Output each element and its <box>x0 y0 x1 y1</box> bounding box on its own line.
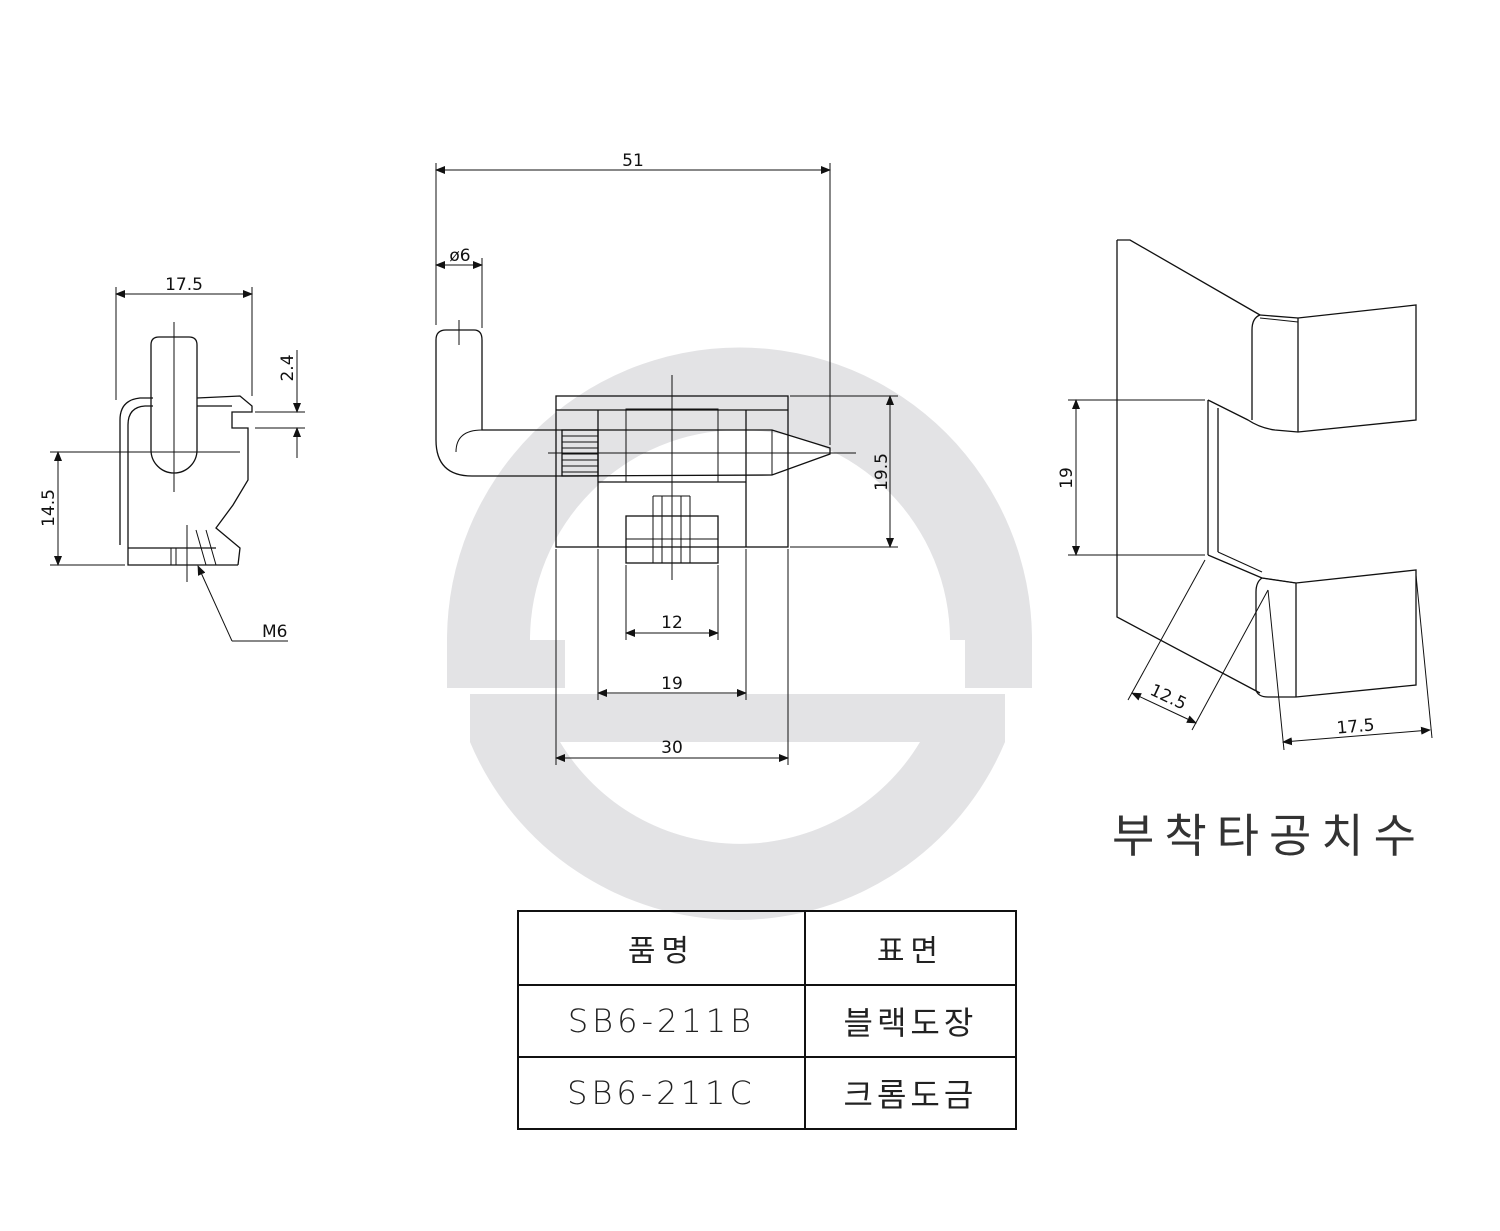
table-header-row: 품명 표면 <box>517 910 1018 986</box>
mount-gap-dimension: 19 <box>1057 467 1077 489</box>
pin-diameter-dimension: ø6 <box>449 246 470 266</box>
surface-cell: 크롬도금 <box>803 1056 1018 1130</box>
side-gap-dimension: 2.4 <box>278 354 298 381</box>
side-height-dimension: 14.5 <box>39 489 59 527</box>
body-height-dimension: 19.5 <box>872 453 892 491</box>
side-view: 17.5 2.4 14.5 M6 <box>39 275 305 642</box>
surface-cell: 블랙도장 <box>803 984 1018 1058</box>
mid-width-dimension: 19 <box>661 674 683 694</box>
watermark-logo <box>447 347 1032 921</box>
mounting-view: 19 12.5 17.5 <box>1057 239 1433 751</box>
base-width-dimension: 30 <box>661 738 683 758</box>
front-view: 51 ø6 19.5 12 19 30 <box>435 151 898 765</box>
product-name-cell: SB6-211C <box>517 1056 806 1130</box>
table-row: SB6-211B 블랙도장 <box>517 984 1018 1058</box>
side-width-dimension: 17.5 <box>165 275 203 295</box>
product-name-cell: SB6-211B <box>517 984 806 1058</box>
knurl-pattern <box>562 435 598 473</box>
mount-width-dimension: 17.5 <box>1336 715 1375 738</box>
mounting-hole-caption: 부착타공치수 <box>1112 809 1426 863</box>
spec-table: 품명 표면 SB6-211B 블랙도장 SB6-211C 크롬도금 <box>517 910 1018 1130</box>
table-row: SB6-211C 크롬도금 <box>517 1056 1018 1130</box>
length-dimension: 51 <box>622 151 644 171</box>
header-product-name: 품명 <box>517 910 806 986</box>
inner-width-dimension: 12 <box>661 613 683 633</box>
thread-label: M6 <box>262 622 287 642</box>
header-surface: 표면 <box>803 910 1018 986</box>
